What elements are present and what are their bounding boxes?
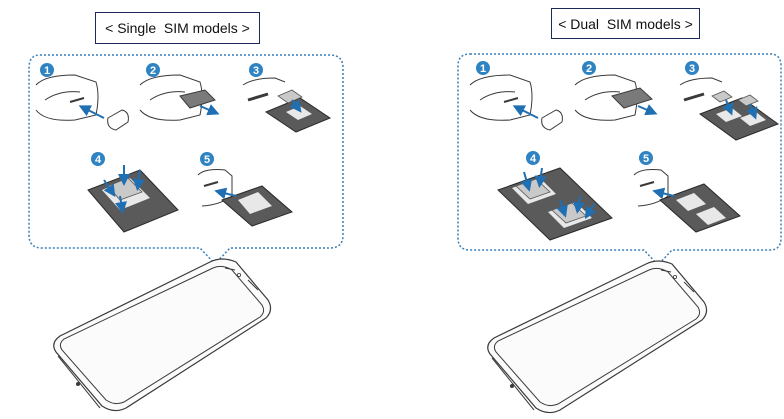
step-number-1-dual: 1 bbox=[480, 63, 486, 75]
single-step-2: 2 bbox=[139, 63, 220, 121]
single-step-1: 1 bbox=[35, 63, 129, 131]
dual-sim-title: < Dual SIM models > bbox=[551, 8, 700, 39]
step-badge-5-dual bbox=[639, 151, 653, 165]
dual-step-2: 2 bbox=[574, 61, 658, 121]
single-step-5: 5 bbox=[197, 152, 293, 227]
step-number-4-dual: 4 bbox=[530, 153, 537, 165]
step-badge-2-dual bbox=[582, 61, 596, 75]
dual-step-4: 4 bbox=[497, 151, 613, 241]
step-number-5: 5 bbox=[204, 154, 210, 166]
step-number-5-dual: 5 bbox=[643, 153, 649, 165]
single-step-3: 3 bbox=[242, 63, 332, 133]
step-badge-3 bbox=[249, 63, 263, 77]
step-badge-1-dual bbox=[476, 61, 490, 75]
dual-sim-panel: 1 2 3 bbox=[457, 53, 782, 414]
step-badge-5 bbox=[200, 152, 214, 166]
step-badge-4 bbox=[91, 152, 105, 166]
dual-step-5: 5 bbox=[633, 151, 741, 233]
step-number-2-dual: 2 bbox=[586, 63, 592, 75]
step-badge-2 bbox=[146, 63, 160, 77]
step-number-4: 4 bbox=[95, 154, 102, 166]
single-sim-panel: 1 2 3 4 bbox=[28, 54, 344, 412]
dual-step-1: 1 bbox=[469, 61, 563, 131]
step-number-2: 2 bbox=[150, 65, 156, 77]
step-badge-3-dual bbox=[685, 61, 699, 75]
single-step-4: 4 bbox=[87, 152, 179, 233]
single-phone bbox=[53, 258, 272, 412]
dual-callout-bubble bbox=[457, 53, 782, 267]
step-badge-1 bbox=[40, 63, 54, 77]
step-badge-4-dual bbox=[526, 151, 540, 165]
dual-phone bbox=[487, 260, 708, 414]
step-number-3: 3 bbox=[253, 65, 259, 77]
step-number-3-dual: 3 bbox=[689, 63, 695, 75]
single-sim-title: < Single SIM models > bbox=[95, 12, 260, 44]
step-number-1: 1 bbox=[44, 65, 50, 77]
dual-step-3: 3 bbox=[679, 61, 780, 141]
single-callout-bubble bbox=[28, 54, 344, 266]
